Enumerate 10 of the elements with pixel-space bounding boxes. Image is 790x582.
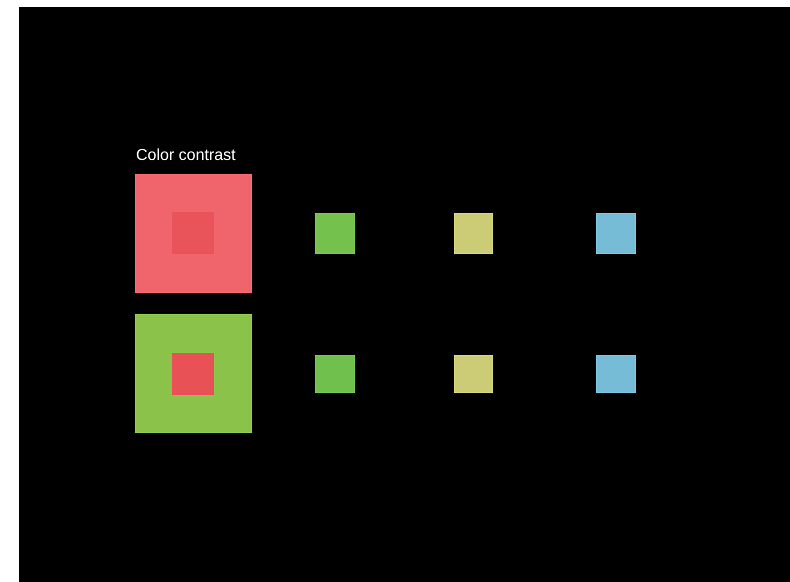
color-square xyxy=(454,213,493,254)
color-square xyxy=(135,174,252,293)
title: Color contrast xyxy=(136,146,236,166)
color-square xyxy=(315,355,355,393)
color-square xyxy=(454,355,493,393)
color-square xyxy=(315,213,355,254)
color-square xyxy=(135,314,252,433)
color-square xyxy=(596,213,636,254)
color-square xyxy=(172,353,214,395)
color-square xyxy=(596,355,636,393)
